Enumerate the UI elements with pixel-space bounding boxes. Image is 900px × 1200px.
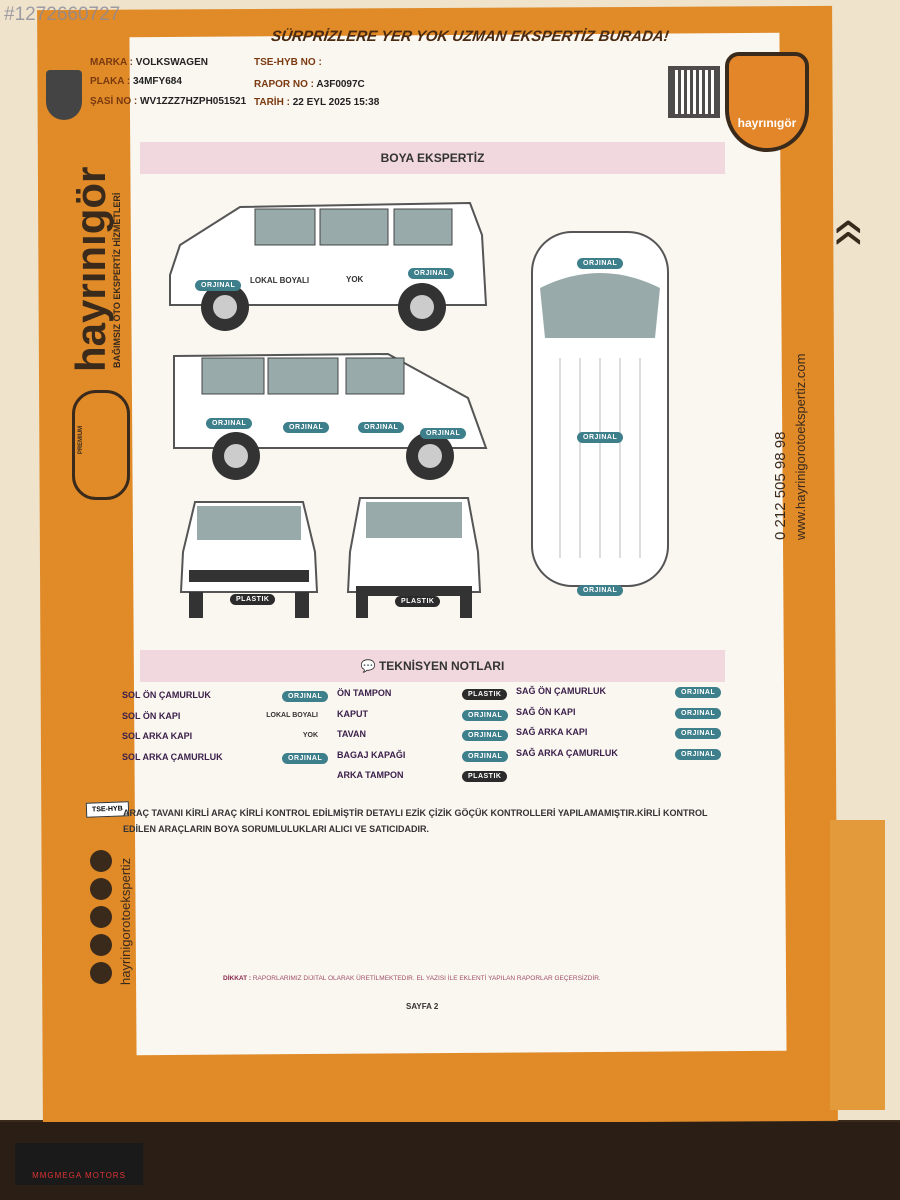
tarih-row: TARİH : 22 EYL 2025 15:38 bbox=[254, 97, 379, 108]
contact-vertical: 0 212 505 98 98 www.hayrinigorotoekspert… bbox=[772, 354, 808, 540]
part-status: PLASTIK bbox=[462, 771, 508, 782]
plaka-row: PLAKA : 34MFY684 bbox=[90, 76, 182, 87]
badge-arka-tampon: PLASTIK bbox=[395, 596, 441, 607]
x-icon[interactable] bbox=[90, 934, 112, 956]
part-status: ORJINAL bbox=[462, 709, 509, 721]
rapor-row: RAPOR NO : A3F0097C bbox=[254, 79, 365, 90]
website: www.hayrinigorotoekspertiz.com bbox=[793, 353, 808, 540]
badge-tavan: ORJINAL bbox=[577, 432, 624, 443]
part-name: SAĞ ARKA KAPI bbox=[516, 727, 588, 737]
badge-sag-arka-camurluk: ORJINAL bbox=[206, 418, 253, 429]
instagram-icon[interactable] bbox=[90, 906, 112, 928]
part-name: SAĞ ÖN KAPI bbox=[516, 706, 576, 717]
part-status: ORJINAL bbox=[462, 730, 509, 741]
part-name: SOL ARKA ÇAMURLUK bbox=[122, 751, 223, 762]
rapor-label: RAPOR NO : bbox=[254, 79, 314, 90]
part-status: YOK bbox=[302, 732, 318, 739]
tse-row: TSE-HYB NO : bbox=[254, 57, 322, 68]
plaka-value: 34MFY684 bbox=[132, 76, 182, 87]
tarih-value: 22 EYL 2025 15:38 bbox=[292, 97, 380, 108]
page-number: SAYFA 2 bbox=[406, 1002, 439, 1011]
part-name: SOL ÖN KAPI bbox=[122, 710, 181, 721]
part-status: ORJINAL bbox=[675, 728, 722, 739]
part-status: LOKAL BOYALI bbox=[266, 711, 318, 719]
part-status: ORJINAL bbox=[675, 748, 722, 760]
brand-tagline: BAĞIMSIZ OTO EKSPERTİZ HİZMETLERİ bbox=[112, 192, 122, 368]
dealer-logo: MMGMEGA MOTORS bbox=[15, 1143, 143, 1185]
car-hand-logo-icon: PREMIUM bbox=[72, 390, 130, 500]
brand-logo-text: hayrınıgör bbox=[737, 116, 797, 130]
part-name: KAPUT bbox=[337, 708, 368, 719]
badge-sol-on-camurluk: ORJINAL bbox=[195, 280, 242, 291]
label-sol-on-kapi: LOKAL BOYALI bbox=[250, 276, 310, 285]
social-handle: hayrinigorotoekspertiz bbox=[118, 857, 133, 985]
label-sol-arka-kapi: YOK bbox=[346, 275, 364, 284]
section-teknisyen-notlari: 💬 TEKNİSYEN NOTLARI bbox=[140, 650, 725, 682]
van-front-diagram bbox=[179, 501, 319, 618]
part-name: ÖN TAMPON bbox=[337, 688, 392, 698]
premium-label: PREMIUM bbox=[78, 425, 85, 455]
dikkat-text: RAPORLARIMIZ DIJITAL OLARAK ÜRETİLMEKTED… bbox=[252, 975, 601, 982]
badge-on-tampon: PLASTIK bbox=[230, 594, 276, 605]
brand-name: hayrınıgör bbox=[67, 166, 114, 372]
plaka-label: PLAKA : bbox=[90, 76, 131, 87]
van-side-right-diagram bbox=[169, 201, 488, 331]
part-name: SOL ARKA KAPI bbox=[122, 731, 193, 741]
folder-flap bbox=[830, 820, 885, 1110]
brand-vertical: hayrınıgör BAĞIMSIZ OTO EKSPERTİZ HİZMET… bbox=[67, 166, 122, 372]
youtube-icon[interactable] bbox=[90, 878, 112, 900]
badge-sol-arka-camurluk: ORJINAL bbox=[408, 268, 455, 279]
slogan: SÜRPRİZLERE YER YOK UZMAN EKSPERTİZ BURA… bbox=[270, 28, 670, 45]
watermark-id: #1272660727 bbox=[4, 4, 121, 25]
badge-kaput: ORJINAL bbox=[577, 258, 624, 269]
badge-sag-arka-kapi: ORJINAL bbox=[283, 422, 330, 433]
chevrons-icon: « bbox=[819, 218, 887, 247]
part-name: SOL ÖN ÇAMURLUK bbox=[122, 690, 211, 700]
badge-sag-on-camurluk: ORJINAL bbox=[420, 428, 467, 439]
brand-shield-logo: hayrınıgör bbox=[725, 52, 809, 152]
section-boya-ekspertiz: BOYA EKSPERTİZ bbox=[140, 142, 725, 174]
van-top-diagram bbox=[531, 231, 669, 587]
rapor-value: A3F0097C bbox=[316, 79, 365, 90]
social-icons bbox=[90, 850, 114, 984]
part-name: SAĞ ÖN ÇAMURLUK bbox=[516, 686, 606, 696]
marka-value: VOLKSWAGEN bbox=[135, 57, 208, 68]
facebook-icon[interactable] bbox=[90, 962, 112, 984]
part-status: ORJINAL bbox=[462, 750, 509, 762]
section-title: TEKNİSYEN NOTLARI bbox=[378, 659, 505, 673]
tarih-label: TARİH : bbox=[254, 97, 290, 108]
badge-sag-on-kapi: ORJINAL bbox=[358, 422, 405, 433]
whatsapp-icon[interactable] bbox=[90, 850, 112, 872]
badge-bagaj-kapagi: ORJINAL bbox=[577, 585, 624, 596]
part-status: ORJINAL bbox=[282, 752, 329, 764]
sasi-label: ŞASİ NO : bbox=[90, 96, 138, 107]
sasi-value: WV1ZZZ7HZPH051521 bbox=[140, 96, 247, 107]
part-status: PLASTIK bbox=[462, 689, 508, 700]
tse-label: TSE-HYB NO : bbox=[254, 57, 322, 68]
part-status: ORJINAL bbox=[675, 707, 722, 719]
part-name: SAĞ ARKA ÇAMURLUK bbox=[516, 747, 618, 758]
marka-label: MARKA : bbox=[90, 57, 133, 68]
chat-icon: 💬 bbox=[360, 659, 379, 673]
part-status: ORJINAL bbox=[675, 687, 722, 698]
qr-code-icon bbox=[668, 66, 720, 118]
phone-number: 0 212 505 98 98 bbox=[772, 431, 789, 540]
van-rear-diagram bbox=[346, 497, 482, 618]
sasi-row: ŞASİ NO : WV1ZZZ7HZPH051521 bbox=[90, 96, 246, 107]
dikkat-label: DİKKAT : bbox=[223, 975, 252, 982]
part-status: ORJINAL bbox=[282, 691, 329, 702]
part-name: ARKA TAMPON bbox=[337, 770, 404, 780]
technician-note: ARAÇ TAVANI KİRLİ ARAÇ KİRLİ KONTROL EDİ… bbox=[123, 808, 708, 834]
table-surface bbox=[0, 1122, 900, 1200]
marka-row: MARKA : VOLKSWAGEN bbox=[90, 57, 208, 68]
part-name: BAGAJ KAPAĞI bbox=[337, 749, 406, 760]
van-side-left-diagram bbox=[173, 352, 488, 480]
dikkat-notice: DİKKAT : RAPORLARIMIZ DIJITAL OLARAK ÜRE… bbox=[223, 975, 601, 982]
part-name: TAVAN bbox=[337, 729, 366, 739]
shield-check-icon bbox=[46, 70, 82, 120]
